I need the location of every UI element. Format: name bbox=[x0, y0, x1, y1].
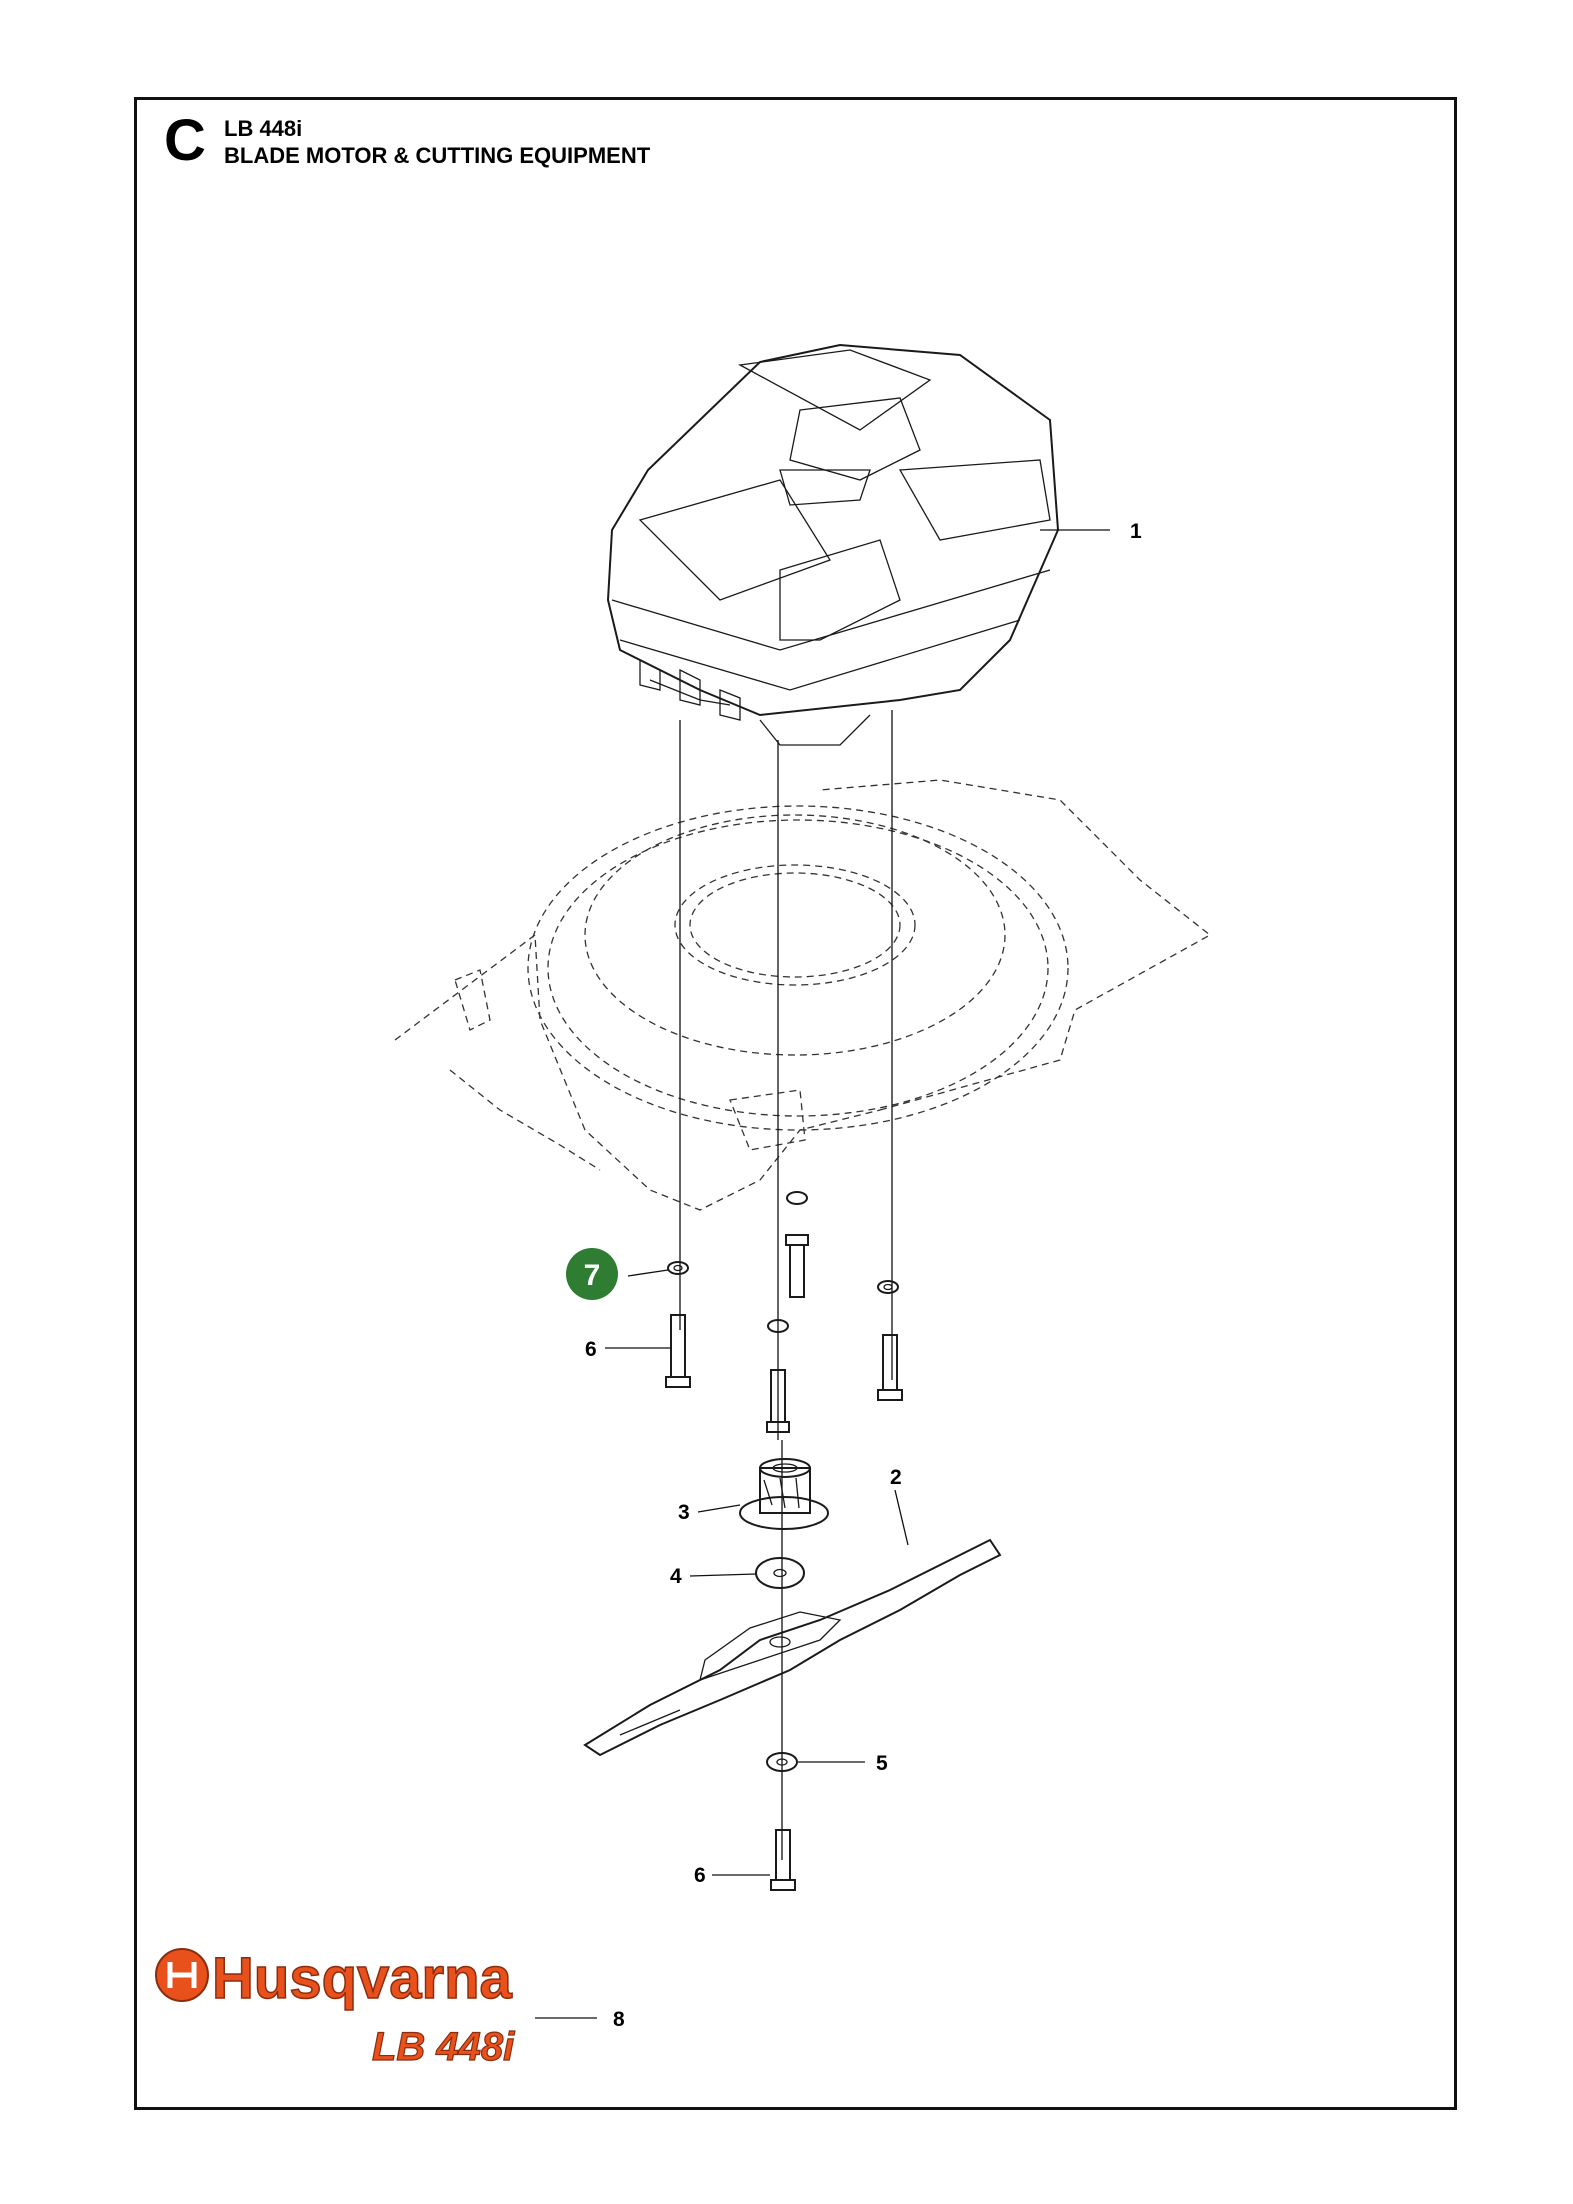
page-frame bbox=[134, 97, 1457, 2110]
callout-6-lower[interactable]: 6 bbox=[694, 1864, 706, 1887]
screw-left[interactable] bbox=[665, 1314, 691, 1388]
screw-bottom[interactable] bbox=[770, 1829, 796, 1891]
callout-4[interactable]: 4 bbox=[670, 1565, 682, 1588]
brand-model: LB 448i bbox=[372, 2025, 515, 2069]
husqvarna-crown-icon bbox=[155, 1948, 209, 2002]
mower-deck bbox=[394, 779, 1212, 1211]
lock-nut-left[interactable] bbox=[667, 1261, 689, 1275]
screw-right[interactable] bbox=[877, 1334, 903, 1401]
callout-5[interactable]: 5 bbox=[876, 1752, 888, 1775]
brand-decal[interactable]: Husqvarna LB 448i bbox=[155, 1945, 516, 2070]
screw-center-lower[interactable] bbox=[766, 1369, 790, 1433]
washer-upper[interactable] bbox=[755, 1557, 805, 1589]
callout-1[interactable]: 1 bbox=[1130, 520, 1142, 543]
washer-lower[interactable] bbox=[766, 1752, 798, 1772]
model-title: LB 448i bbox=[224, 116, 303, 141]
blade-hub[interactable] bbox=[739, 1458, 829, 1530]
callout-2[interactable]: 2 bbox=[890, 1466, 902, 1489]
motor-cover[interactable] bbox=[606, 343, 1060, 746]
screw-center-upper[interactable] bbox=[785, 1234, 809, 1298]
callout-7-badge[interactable]: 7 bbox=[566, 1248, 618, 1300]
leader-lines bbox=[535, 529, 1110, 2019]
section-letter: C bbox=[164, 108, 206, 173]
brand-name: Husqvarna bbox=[212, 1946, 513, 2011]
assembly-lines bbox=[679, 710, 893, 1860]
callout-8[interactable]: 8 bbox=[613, 2008, 625, 2031]
lock-nut-center-upper[interactable] bbox=[786, 1191, 808, 1205]
lock-nut-right[interactable] bbox=[877, 1280, 899, 1294]
lock-nut-center-lower[interactable] bbox=[767, 1319, 789, 1333]
callout-3[interactable]: 3 bbox=[678, 1501, 690, 1524]
cutting-blade[interactable] bbox=[583, 1538, 1002, 1757]
section-title: BLADE MOTOR & CUTTING EQUIPMENT bbox=[224, 143, 651, 168]
callout-6-upper[interactable]: 6 bbox=[585, 1338, 597, 1361]
callout-7: 7 bbox=[584, 1259, 601, 1292]
